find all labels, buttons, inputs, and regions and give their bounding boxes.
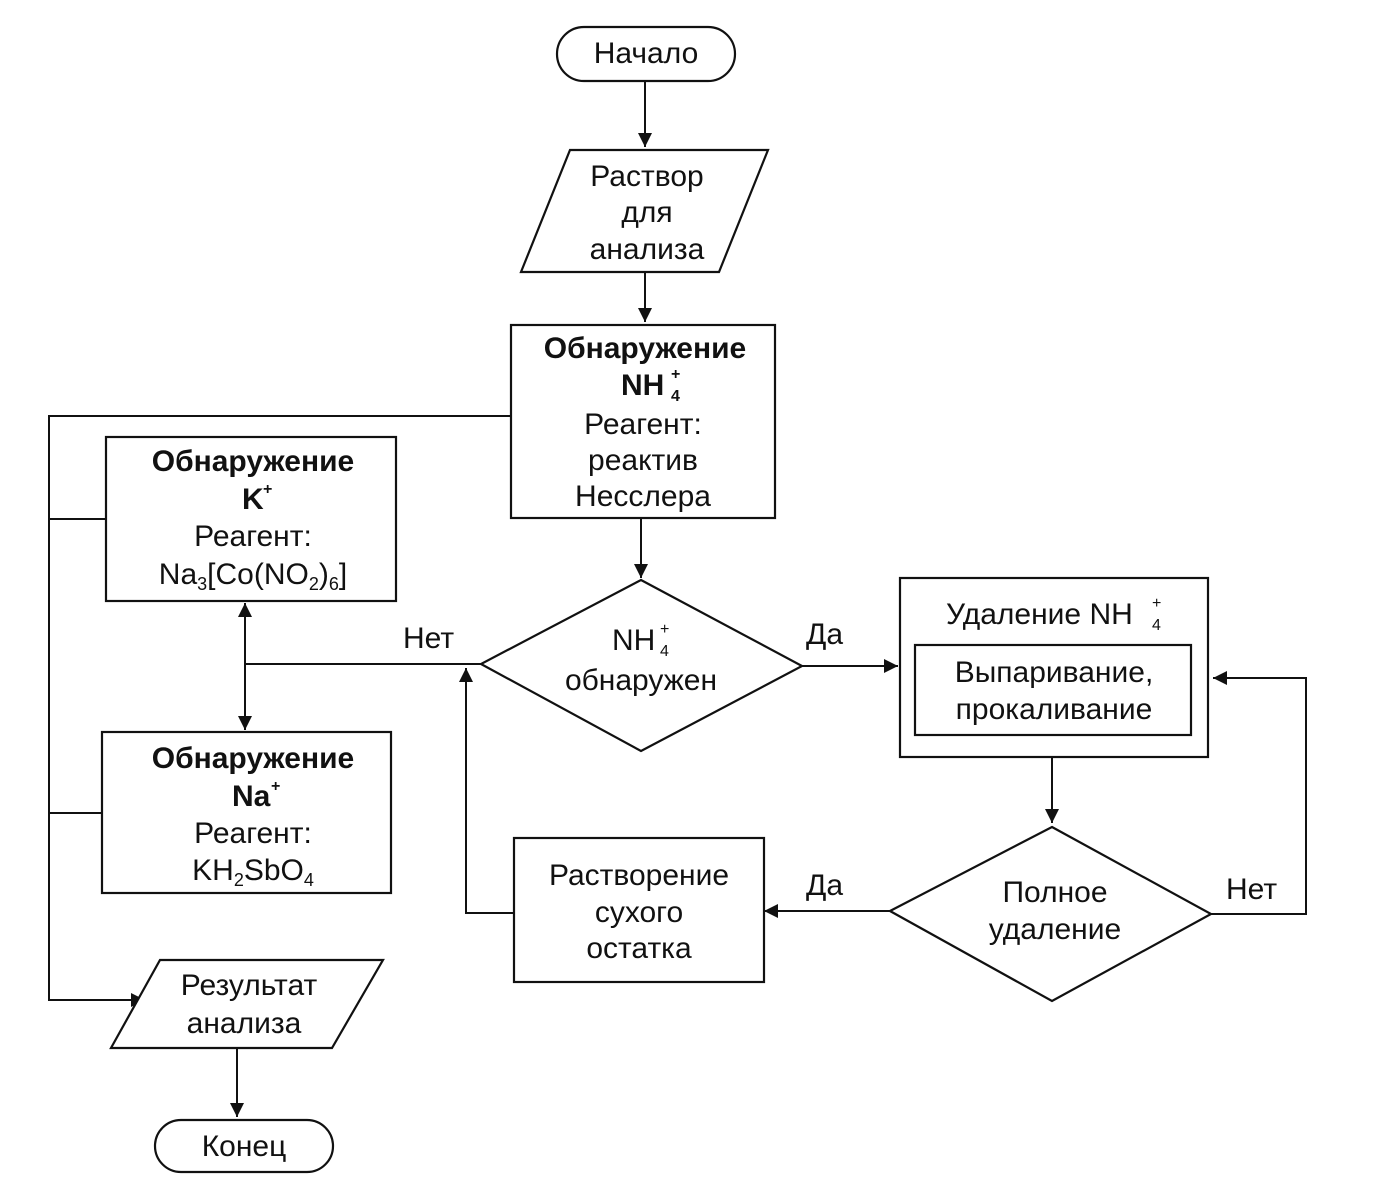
- detect-nh4-title: Обнаружение: [544, 332, 746, 365]
- detect-nh4-reagent-1: реактив: [588, 444, 698, 477]
- decision-full-line-1: Полное: [1002, 876, 1107, 909]
- removal-inner-line-2: прокаливание: [956, 693, 1153, 726]
- removal-nh4-box: Удаление NH + 4 Выпаривание, прокаливани…: [898, 576, 1210, 759]
- detect-k-reagent-label: Реагент:: [194, 520, 312, 553]
- detect-nh4-ion-sub: 4: [671, 388, 680, 405]
- detect-nh4-ion-sup: +: [671, 366, 680, 383]
- detect-na-title: Обнаружение: [152, 742, 354, 775]
- input-solution: Раствор для анализа: [519, 148, 770, 274]
- dissolve-line-3: остатка: [586, 932, 692, 965]
- detect-nh4-box: Обнаружение NH + 4 Реагент: реактив Несс…: [509, 323, 777, 520]
- detect-na-reagent-label: Реагент:: [194, 817, 312, 850]
- decision-full-removal: Полное удаление: [887, 825, 1214, 1003]
- end-label: Конец: [202, 1130, 287, 1163]
- end-terminal: Конец: [153, 1118, 335, 1174]
- arrow-dissolve-to-decision: [459, 668, 513, 914]
- input-line-1: Раствор: [590, 160, 703, 193]
- dissolve-line-1: Растворение: [549, 859, 729, 892]
- decision-nh4-ion-sub: 4: [660, 643, 669, 660]
- decision-nh4-ion-sup: +: [660, 621, 669, 638]
- detect-na-formula: KH2SbO4: [192, 854, 314, 890]
- start-terminal: Начало: [555, 25, 737, 83]
- detect-k-formula: Na3[Co(NO2)6]: [159, 558, 347, 594]
- removal-ion-sup: +: [1152, 595, 1161, 612]
- result-line-2: анализа: [187, 1007, 302, 1040]
- label-yes-bottom: Да: [806, 869, 843, 902]
- removal-ion-sub: 4: [1152, 617, 1161, 634]
- detect-nh4-ion: NH: [621, 369, 664, 402]
- decision-nh4-detected: NH + 4 обнаружен: [478, 578, 805, 753]
- decision-nh4-line-2: обнаружен: [565, 664, 717, 697]
- dissolve-box: Растворение сухого остатка: [512, 836, 766, 984]
- arrow-feed-to-result: [48, 415, 511, 1007]
- detect-na-ion: Na: [232, 780, 271, 813]
- label-yes-right: Да: [806, 618, 843, 651]
- detect-k-ion-sup: +: [263, 481, 272, 498]
- detect-nh4-reagent-label: Реагент:: [584, 408, 702, 441]
- input-line-2: для: [621, 196, 672, 229]
- detect-na-box: Обнаружение Na + Реагент: KH2SbO4: [100, 730, 393, 895]
- label-no-left: Нет: [403, 622, 454, 655]
- removal-title: Удаление NH: [946, 598, 1133, 631]
- detect-k-box: Обнаружение K + Реагент: Na3[Co(NO2)6]: [104, 435, 398, 603]
- detect-nh4-reagent-2: Несслера: [575, 480, 711, 513]
- decision-nh4-ion: NH: [612, 624, 655, 657]
- dissolve-line-2: сухого: [595, 896, 683, 929]
- result-output: Результат анализа: [109, 958, 385, 1050]
- start-label: Начало: [594, 37, 699, 70]
- decision-full-line-2: удаление: [989, 913, 1121, 946]
- connectors: [48, 80, 1307, 1117]
- detect-k-title: Обнаружение: [152, 445, 354, 478]
- input-line-3: анализа: [590, 233, 705, 266]
- result-line-1: Результат: [181, 969, 318, 1002]
- detect-k-ion: K: [242, 483, 264, 516]
- label-no-bottom: Нет: [1226, 873, 1277, 906]
- detect-na-ion-sup: +: [271, 778, 280, 795]
- removal-inner-line-1: Выпаривание,: [955, 656, 1154, 689]
- arrow-loop-back: [1211, 671, 1307, 915]
